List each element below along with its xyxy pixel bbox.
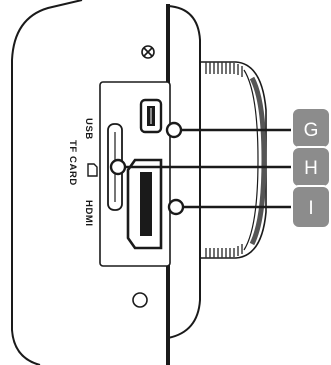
sd-card-icon [87,163,98,177]
usb-port [139,98,163,134]
tf-card-label: TF CARD [67,140,78,186]
callout-i: I [167,185,331,229]
hdmi-label: HDMI [83,200,94,227]
lens-grip-ridges [205,62,243,258]
reset-button-icon [132,292,148,308]
callout-g-letter: G [304,120,319,141]
callout-i-letter: I [308,198,313,219]
callout-h: H [109,146,331,188]
callout-g: G [165,107,331,149]
callout-h-letter: H [304,158,318,179]
usb-label: USB [83,118,94,140]
lens-barrel [199,61,267,259]
hdmi-port [126,158,163,250]
screw-icon [141,45,155,59]
